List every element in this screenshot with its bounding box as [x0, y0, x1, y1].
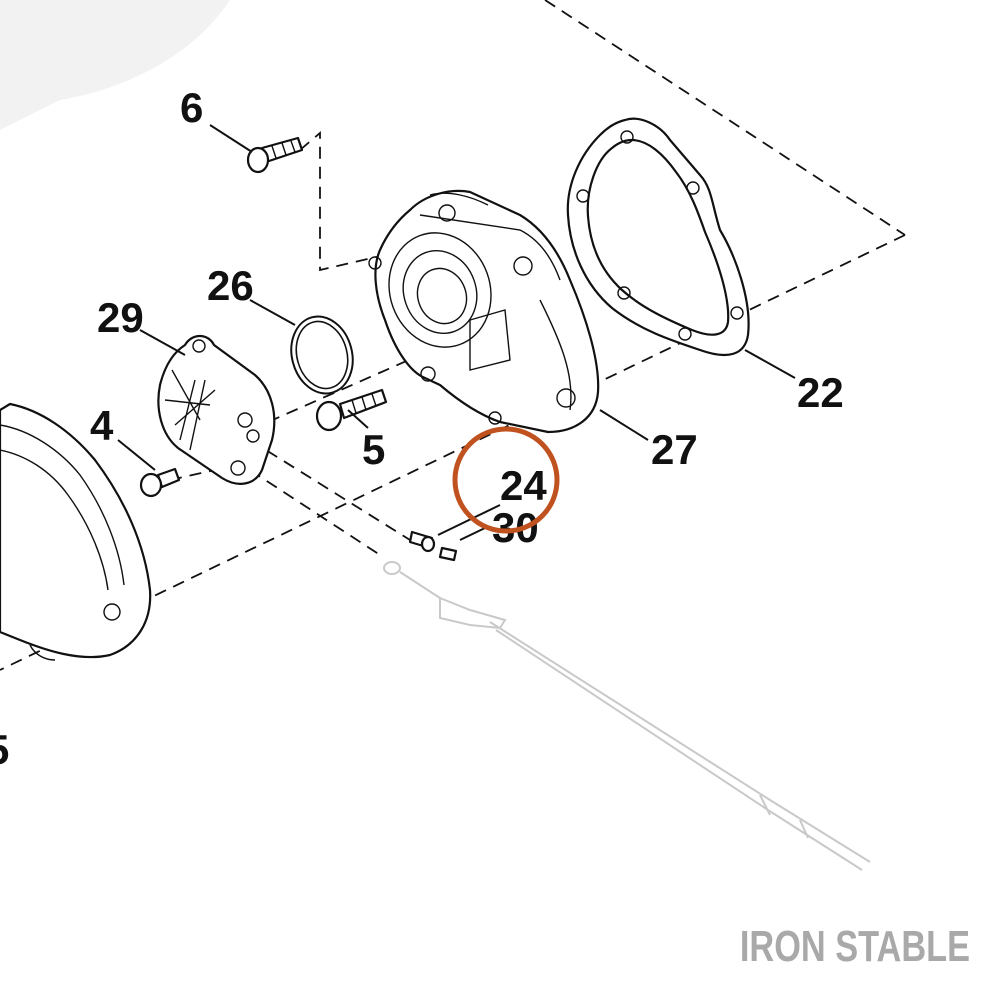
screw-part-5	[315, 388, 388, 432]
gasket-part-22	[566, 117, 750, 357]
part-label-29: 29	[97, 294, 144, 341]
cover-part-29	[157, 334, 276, 485]
part-label-26: 26	[207, 262, 254, 309]
clutch-cable-ghost	[383, 561, 871, 871]
part-label-24: 24	[500, 462, 547, 509]
part-label-4: 4	[90, 402, 114, 449]
part-label-5: 5	[362, 426, 385, 473]
o-ring-part-26	[290, 315, 354, 395]
part-label-30: 30	[492, 504, 539, 551]
fitting-part-24	[408, 530, 436, 553]
screw-part-6	[246, 136, 304, 174]
part-label-25-partial: 5	[0, 726, 9, 773]
label-leader-lines	[117, 124, 796, 541]
cover-part-27	[368, 189, 600, 434]
highlight-circle	[452, 426, 560, 534]
screw-part-4	[139, 467, 181, 498]
part-label-6: 6	[180, 84, 203, 131]
fitting-part-30	[438, 546, 458, 562]
part-label-27: 27	[651, 426, 698, 473]
part-label-22: 22	[797, 369, 844, 416]
background-watermark-shape	[0, 0, 230, 130]
brand-watermark: IRON STABLE	[739, 922, 970, 971]
primary-cover-part	[0, 402, 152, 661]
